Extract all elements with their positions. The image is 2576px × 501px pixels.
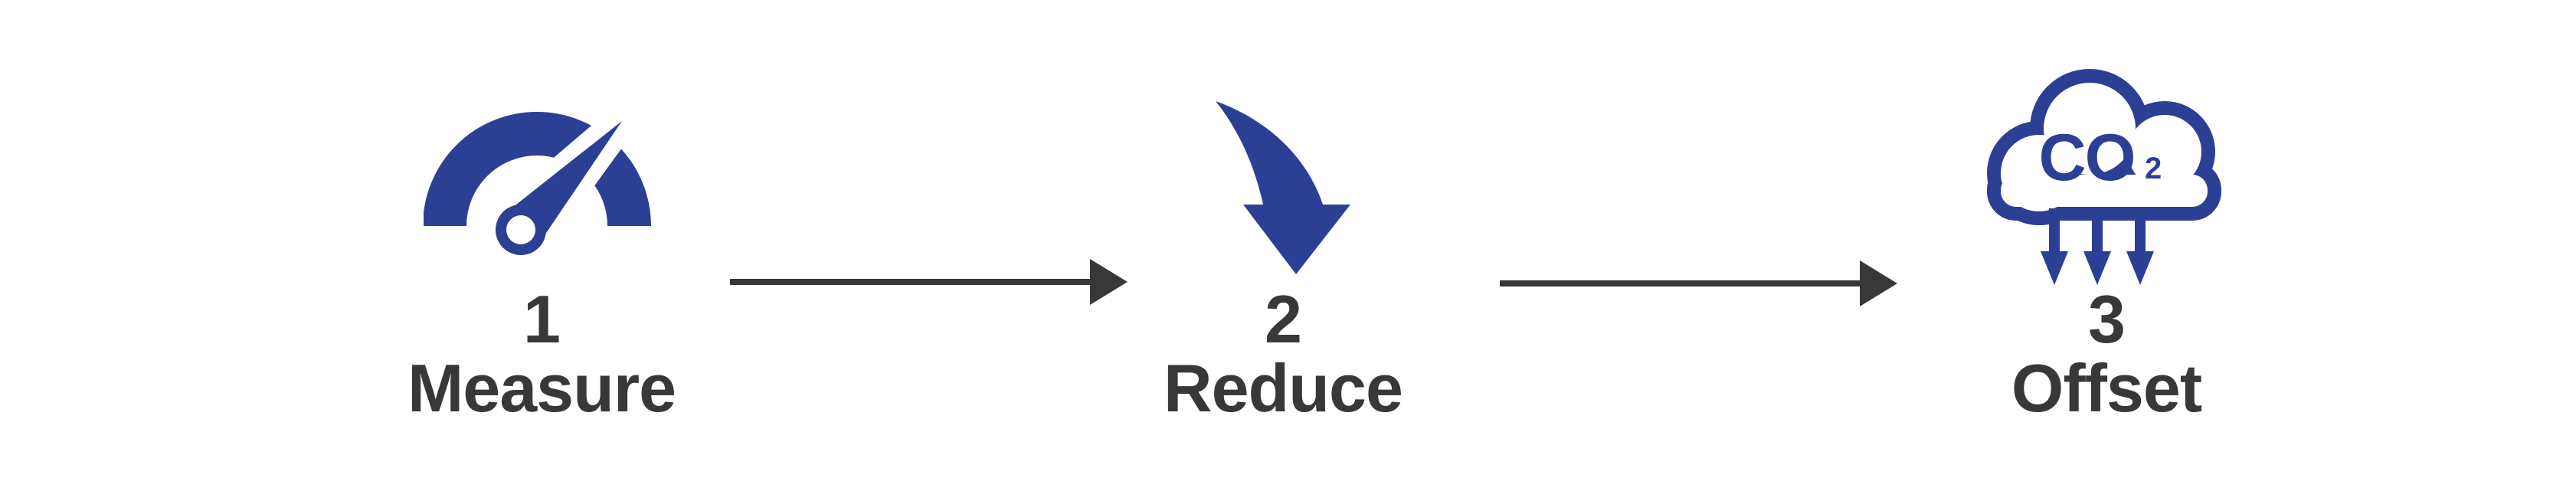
gauge-icon <box>424 111 651 258</box>
step-2-label: Reduce <box>1164 350 1403 426</box>
step-2-text: 2 Reduce <box>1092 285 1475 423</box>
step-1-text: 1 Measure <box>350 285 733 423</box>
falling-arrows <box>2041 208 2154 285</box>
step-2-number: 2 <box>1265 281 1302 357</box>
step-3-text: 3 Offset <box>1915 285 2298 423</box>
step-3-number: 3 <box>2088 281 2126 357</box>
curved-down-arrow-icon <box>1216 101 1350 274</box>
cloud-outline <box>1987 69 2221 225</box>
right-arrow-icon <box>1500 260 1897 306</box>
co2-cloud-icon: CO 2 <box>1987 69 2221 285</box>
co2-label: CO <box>2039 121 2135 195</box>
step-3-label: Offset <box>2011 350 2202 426</box>
step-1-number: 1 <box>523 281 561 357</box>
gauge-icon-shapes <box>424 111 651 258</box>
step-1-label: Measure <box>407 350 676 426</box>
right-arrow-icon <box>730 259 1128 305</box>
co2-subscript: 2 <box>2145 152 2162 185</box>
